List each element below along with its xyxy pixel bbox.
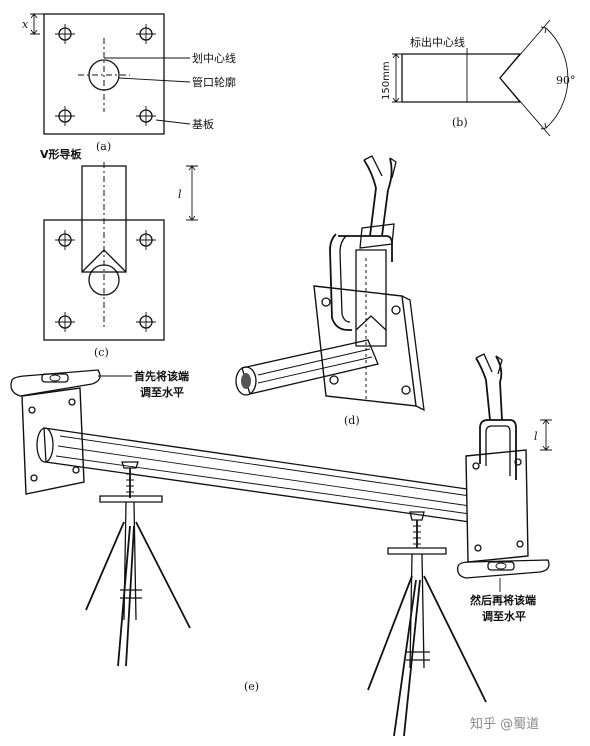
- dim-height-label: 150mm: [381, 61, 392, 100]
- label-pipe-outline: 管口轮廓: [192, 75, 236, 89]
- panel-a: 划中心线 管口轮廓 基板 x (a): [22, 13, 236, 153]
- clamp-d: [329, 155, 397, 331]
- dim-l-e: l: [534, 430, 538, 443]
- pipe-stand-left: [85, 461, 191, 667]
- angle-label: 90°: [556, 74, 576, 87]
- caption-b: (b): [452, 116, 468, 129]
- level-left: [10, 369, 101, 397]
- label-center-line: 划中心线: [192, 51, 236, 65]
- panel-d: (d): [235, 155, 425, 427]
- note-then-line1: 然后再将该端: [470, 593, 536, 607]
- bolt-holes-a: [55, 24, 156, 126]
- bolt-holes-c: [55, 230, 156, 332]
- note-first-line1: 首先将该端: [134, 369, 189, 383]
- pipe-stand-right: [367, 511, 487, 737]
- label-mark-center: 标出中心线: [410, 35, 465, 49]
- base-plate-e-right: [465, 449, 529, 563]
- dim-x-label: x: [22, 18, 29, 31]
- panel-e: 首先将该端 调至水平: [10, 353, 552, 737]
- label-v-guide: V形导板: [40, 147, 83, 161]
- note-then-line2: 调至水平: [482, 609, 526, 623]
- level-right: [457, 559, 550, 579]
- caption-e: (e): [244, 680, 259, 693]
- caption-a: (a): [96, 140, 111, 153]
- label-base-plate: 基板: [192, 117, 214, 131]
- caption-c: (c): [94, 346, 109, 359]
- panel-c: V形导板 l (c): [40, 147, 198, 359]
- dim-l-c: l: [178, 188, 182, 201]
- panel-b: 标出中心线 150mm 90° (b): [381, 19, 576, 137]
- base-plate-a: [43, 13, 165, 135]
- angle-arc: [545, 27, 569, 129]
- caption-d: (d): [344, 414, 360, 427]
- v-guide-strip: [401, 53, 522, 103]
- note-first-line2: 调至水平: [140, 385, 184, 399]
- watermark: 知乎 @蜀道: [470, 716, 539, 732]
- clamp-e: [475, 353, 517, 480]
